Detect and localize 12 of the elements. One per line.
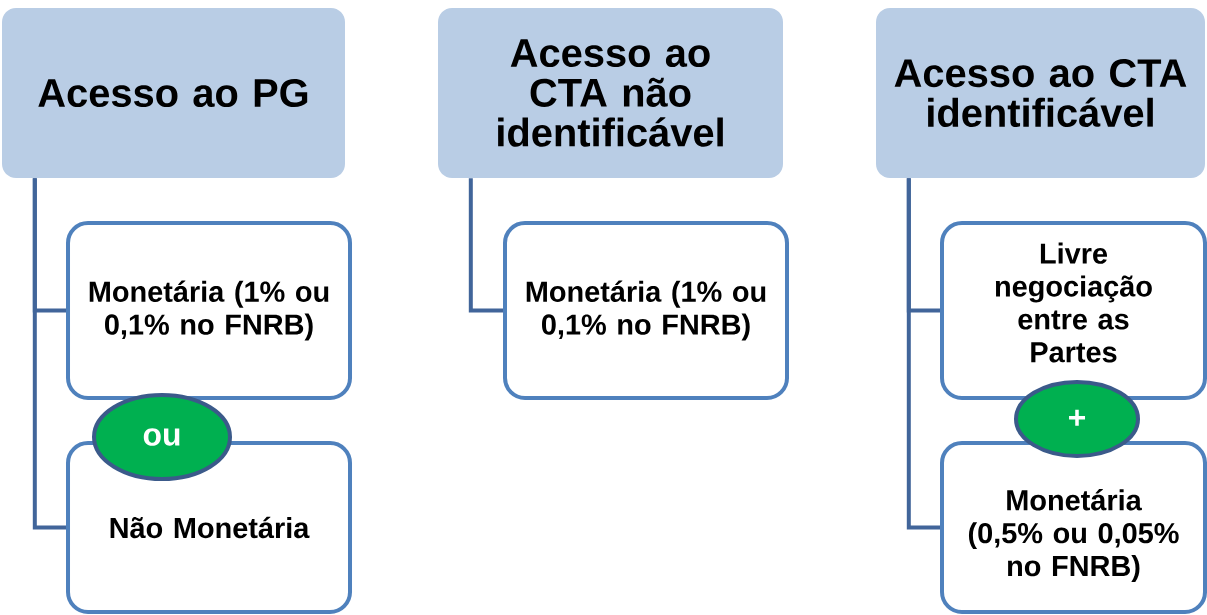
connector-line	[906, 178, 940, 530]
option-box: Monetária (1% ou 0,1% no FNRB)	[503, 221, 789, 400]
connector-oval: ou	[92, 393, 232, 481]
connector-oval: +	[1014, 380, 1140, 458]
option-box: Monetária (0,5% ou 0,05% no FNRB)	[940, 441, 1207, 614]
option-box: Livre negociação entre as Partes	[940, 221, 1207, 400]
option-box: Monetária (1% ou 0,1% no FNRB)	[66, 221, 352, 400]
header-box: Acesso ao CTA identificável	[876, 8, 1205, 178]
header-box: Acesso ao PG	[2, 8, 345, 178]
connector-line	[32, 178, 66, 530]
header-box: Acesso ao CTA não identificável	[438, 8, 783, 178]
connector-line	[468, 178, 503, 313]
